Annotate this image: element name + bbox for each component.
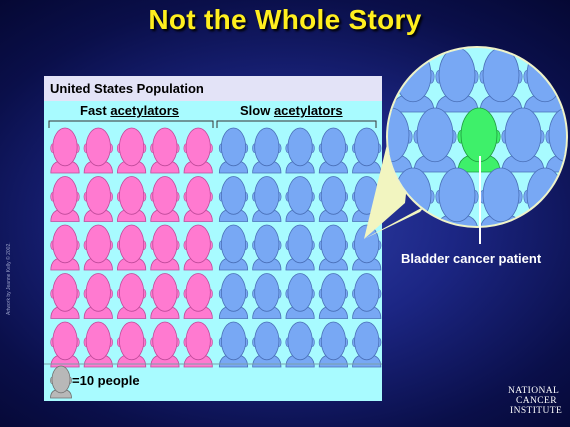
slow-acetylator-head	[252, 321, 282, 368]
fast-acetylator-head	[150, 127, 180, 174]
slow-acetylator-head	[318, 321, 349, 368]
slow-acetylator-head	[318, 176, 349, 222]
slow-acetylator-head	[318, 273, 349, 319]
slow-acetylator-head	[218, 321, 249, 368]
fast-acetylator-head	[150, 176, 180, 222]
zoom-slow-head	[479, 167, 523, 226]
fast-acetylator-head	[116, 321, 147, 368]
slow-bracket	[216, 120, 377, 128]
slow-acetylator-head	[218, 176, 249, 222]
fast-acetylator-head	[83, 321, 113, 368]
slow-acetylator-head	[318, 224, 349, 271]
slow-acetylator-head	[352, 321, 382, 368]
fast-acetylator-head	[50, 176, 80, 222]
legend-label: =10 people	[72, 373, 140, 388]
panel-header: United States Population	[44, 76, 382, 101]
zoom-slow-head	[435, 48, 479, 113]
fast-acetylators-label: Fast acetylators	[80, 103, 179, 118]
nci-logo: NATIONAL CANCER INSTITUTE	[508, 386, 563, 416]
zoom-slow-head	[435, 167, 479, 226]
slide-title: Not the Whole Story	[148, 4, 422, 35]
zoom-slow-head	[479, 48, 523, 113]
bladder-cancer-patient-label: Bladder cancer patient	[401, 251, 542, 266]
fast-acetylator-head	[150, 273, 180, 319]
fast-acetylator-head	[50, 127, 80, 174]
fast-acetylator-head	[116, 127, 147, 174]
fast-acetylator-head	[83, 176, 113, 222]
slow-acetylator-head	[285, 321, 315, 368]
slow-acetylator-head	[352, 127, 382, 174]
fast-acetylator-head	[183, 224, 213, 271]
fast-acetylator-head	[50, 321, 80, 368]
slow-acetylators-label: Slow acetylators	[240, 103, 343, 118]
fast-acetylator-head	[150, 321, 180, 368]
slow-acetylator-head	[285, 273, 315, 319]
fast-acetylator-head	[83, 224, 113, 271]
fast-acetylator-head	[183, 127, 213, 174]
fast-acetylator-head	[183, 176, 213, 222]
zoom-slow-head	[413, 107, 457, 173]
legend-person	[50, 365, 72, 399]
slow-acetylator-head	[218, 224, 249, 271]
population-heads	[50, 127, 382, 368]
fast-acetylator-head	[50, 224, 80, 271]
group-brackets	[48, 120, 377, 128]
slow-acetylator-head	[285, 127, 315, 174]
zoom-slow-head	[391, 48, 435, 113]
fast-bracket	[48, 120, 214, 128]
slow-acetylator-head	[252, 224, 282, 271]
zoom-slow-head	[545, 107, 566, 173]
slow-acetylator-head	[252, 176, 282, 222]
fast-acetylator-head	[116, 176, 147, 222]
slow-acetylator-head	[252, 273, 282, 319]
slow-acetylator-head	[218, 127, 249, 174]
slow-acetylator-head	[285, 224, 315, 271]
fast-acetylator-head	[150, 224, 180, 271]
slow-acetylator-head	[318, 127, 349, 174]
fast-acetylator-head	[83, 127, 113, 174]
fast-acetylator-head	[50, 273, 80, 319]
fast-acetylator-head	[116, 273, 147, 319]
slow-acetylator-head	[218, 273, 249, 319]
slow-acetylator-head	[352, 273, 382, 319]
fast-acetylator-head	[83, 273, 113, 319]
fast-acetylator-head	[183, 273, 213, 319]
slow-acetylator-head	[285, 176, 315, 222]
magnifier-cone-lower	[364, 206, 425, 239]
fast-acetylator-head	[183, 321, 213, 368]
zoom-slow-head	[501, 107, 545, 173]
fast-acetylator-head	[116, 224, 147, 271]
artwork-credit: Artwork by Jeanne Kelly © 2002.	[6, 242, 12, 315]
slow-acetylator-head	[252, 127, 282, 174]
legend-head-icon	[50, 365, 72, 399]
panel-title: United States Population	[50, 81, 204, 96]
